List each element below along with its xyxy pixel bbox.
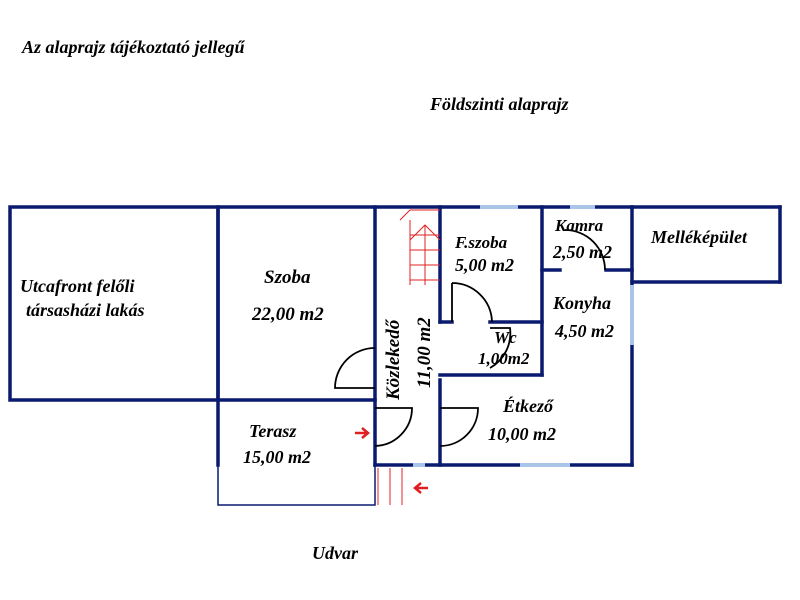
wc-area: 1,00m2	[478, 349, 530, 368]
kamra-name: Kamra	[554, 216, 604, 235]
neighbor-label-2: társasházi lakás	[26, 300, 145, 320]
fszoba-area: 5,00 m2	[455, 255, 514, 275]
disclaimer-note: Az alaprajz tájékoztató jellegű	[21, 37, 246, 57]
konyha-name: Konyha	[552, 293, 611, 313]
neighbor-label-1: Utcafront felőli	[20, 276, 135, 296]
szoba-name: Szoba	[264, 267, 311, 288]
fszoba-name: F.szoba	[454, 233, 508, 252]
wc-name: Wc	[494, 328, 517, 347]
doors	[334, 229, 606, 447]
szoba-area: 22,00 m2	[251, 304, 324, 325]
arrow-left-icon	[413, 482, 428, 494]
etkezo-area: 10,00 m2	[488, 424, 556, 444]
plan-title: Földszinti alaprajz	[429, 94, 569, 114]
kozlekedo-name: Közlekedő	[383, 318, 404, 401]
konyha-area: 4,50 m2	[554, 321, 614, 341]
terasz-name: Terasz	[249, 421, 296, 441]
stairs-icon	[377, 209, 441, 505]
arrow-right-icon	[355, 427, 370, 439]
mellekepulet-name: Melléképület	[650, 227, 748, 247]
udvar-label: Udvar	[312, 543, 359, 563]
kamra-area: 2,50 m2	[552, 242, 612, 262]
etkezo-name: Étkező	[502, 395, 554, 416]
terasz-area: 15,00 m2	[243, 447, 311, 467]
kozlekedo-area: 11,00 m2	[414, 317, 435, 388]
entrance-arrows	[355, 427, 428, 494]
